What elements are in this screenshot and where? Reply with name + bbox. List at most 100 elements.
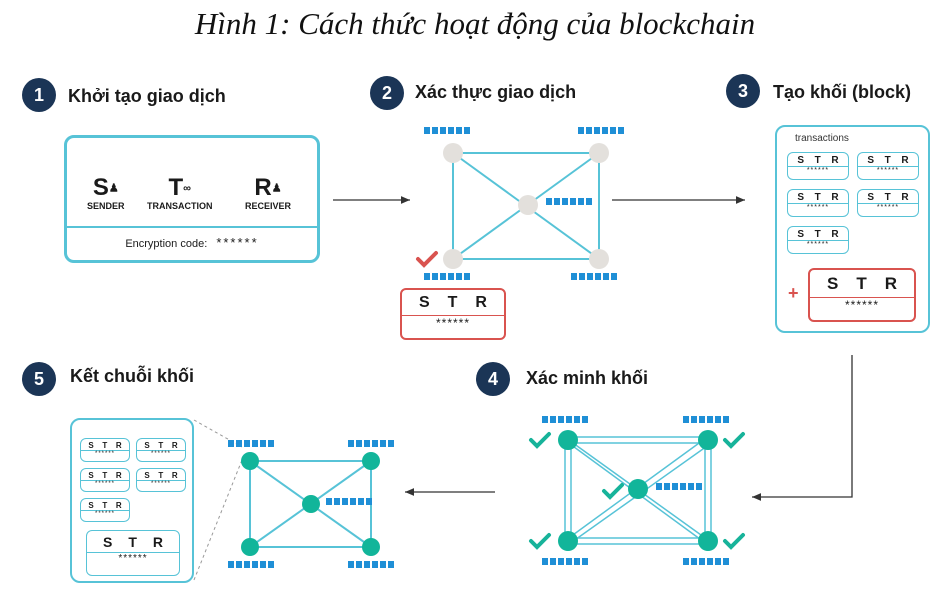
network-node [443, 143, 463, 163]
str-r: R [831, 229, 839, 240]
ledger-chip-icon [571, 273, 617, 280]
step-4-badge: 4 [476, 362, 510, 396]
sender-label: SENDER [87, 200, 125, 211]
str-stars: ****** [788, 166, 848, 174]
encryption-row: Encryption code: ****** [67, 235, 317, 250]
transaction-group: T∞ TRANSACTION [147, 176, 213, 211]
ledger-chip-icon [228, 440, 274, 447]
str-stars: ****** [81, 480, 129, 487]
sender-group: S♟ SENDER [87, 176, 125, 211]
str-t: T [884, 192, 891, 203]
chain-link-line [193, 459, 243, 581]
str-t: T [128, 534, 137, 550]
sender-letter: S [92, 174, 109, 201]
str-s: S [88, 441, 94, 450]
str-t: T [102, 501, 108, 510]
network-node [698, 531, 718, 551]
check-icon [529, 533, 551, 550]
str-r: R [115, 441, 122, 450]
network-node [698, 430, 718, 450]
str-s: S [88, 501, 94, 510]
transaction-card: S♟ SENDER T∞ TRANSACTION R♟ RECEIVER Enc… [64, 135, 320, 263]
str-stars: ****** [858, 203, 918, 211]
str-stars: ****** [137, 480, 185, 487]
ledger-chip-icon [348, 561, 394, 568]
str-s: S [867, 155, 874, 166]
check-icon [416, 251, 438, 268]
str-r: R [171, 471, 178, 480]
step-1-label: Khởi tạo giao dịch [68, 86, 226, 106]
str-t: T [884, 155, 891, 166]
network-node [241, 452, 259, 470]
str-r: R [831, 192, 839, 203]
str-stars: ****** [788, 203, 848, 211]
person-icon: ♟ [271, 182, 282, 195]
str-stars: ****** [137, 450, 185, 457]
str-stars: ****** [81, 450, 129, 457]
pending-transaction-box: S T R ****** [400, 288, 506, 340]
str-stars: ****** [81, 510, 129, 517]
str-s: S [797, 155, 804, 166]
str-r: R [475, 294, 487, 311]
str-t: T [447, 294, 458, 311]
person-icon: ♟ [108, 182, 119, 195]
str-t: T [814, 155, 821, 166]
str-t: T [856, 274, 867, 293]
network-node [241, 538, 259, 556]
str-t: T [158, 471, 164, 480]
str-r: R [152, 534, 163, 550]
str-stars: ****** [810, 297, 914, 312]
str-r: R [901, 155, 909, 166]
ledger-chip-icon [546, 198, 592, 205]
network-node [518, 195, 538, 215]
flow-arrow-3-4 [752, 355, 853, 501]
step-2-label: Xác thực giao dịch [415, 82, 577, 102]
network-node [628, 479, 648, 499]
str-s: S [867, 192, 874, 203]
str-s: S [88, 471, 94, 480]
network-node [558, 531, 578, 551]
str-stars: ****** [87, 552, 179, 564]
str-r: R [115, 471, 122, 480]
str-s: S [418, 294, 430, 311]
network-node [443, 249, 463, 269]
card-divider [67, 226, 317, 228]
network-node [558, 430, 578, 450]
receiver-letter: R [254, 174, 272, 201]
ledger-chip-icon [542, 558, 588, 565]
str-s: S [144, 441, 150, 450]
ledger-chip-icon [424, 273, 470, 280]
str-r: R [831, 155, 839, 166]
step-3-label: Tạo khối (block) [773, 82, 912, 102]
str-s: S [797, 192, 804, 203]
ledger-chip-icon [228, 561, 274, 568]
step-5-label: Kết chuỗi khối [70, 366, 195, 386]
step-3-badge: 3 [726, 74, 760, 108]
str-s: S [797, 229, 804, 240]
ledger-chip-icon [656, 483, 702, 490]
network-node [589, 143, 609, 163]
step-4-label: Xác minh khối [526, 368, 649, 388]
str-s: S [826, 274, 839, 293]
str-r: R [115, 501, 122, 510]
ledger-chip-icon [683, 558, 729, 565]
transactions-label: transactions [795, 133, 849, 144]
ledger-chip-icon [326, 498, 372, 505]
step-1-badge: 1 [22, 78, 56, 112]
ledger-chip-icon [683, 416, 729, 423]
plus-sign: + [788, 283, 799, 303]
str-stars: ****** [858, 166, 918, 174]
str-stars: ****** [788, 240, 848, 248]
network-node [362, 538, 380, 556]
str-t: T [102, 471, 108, 480]
